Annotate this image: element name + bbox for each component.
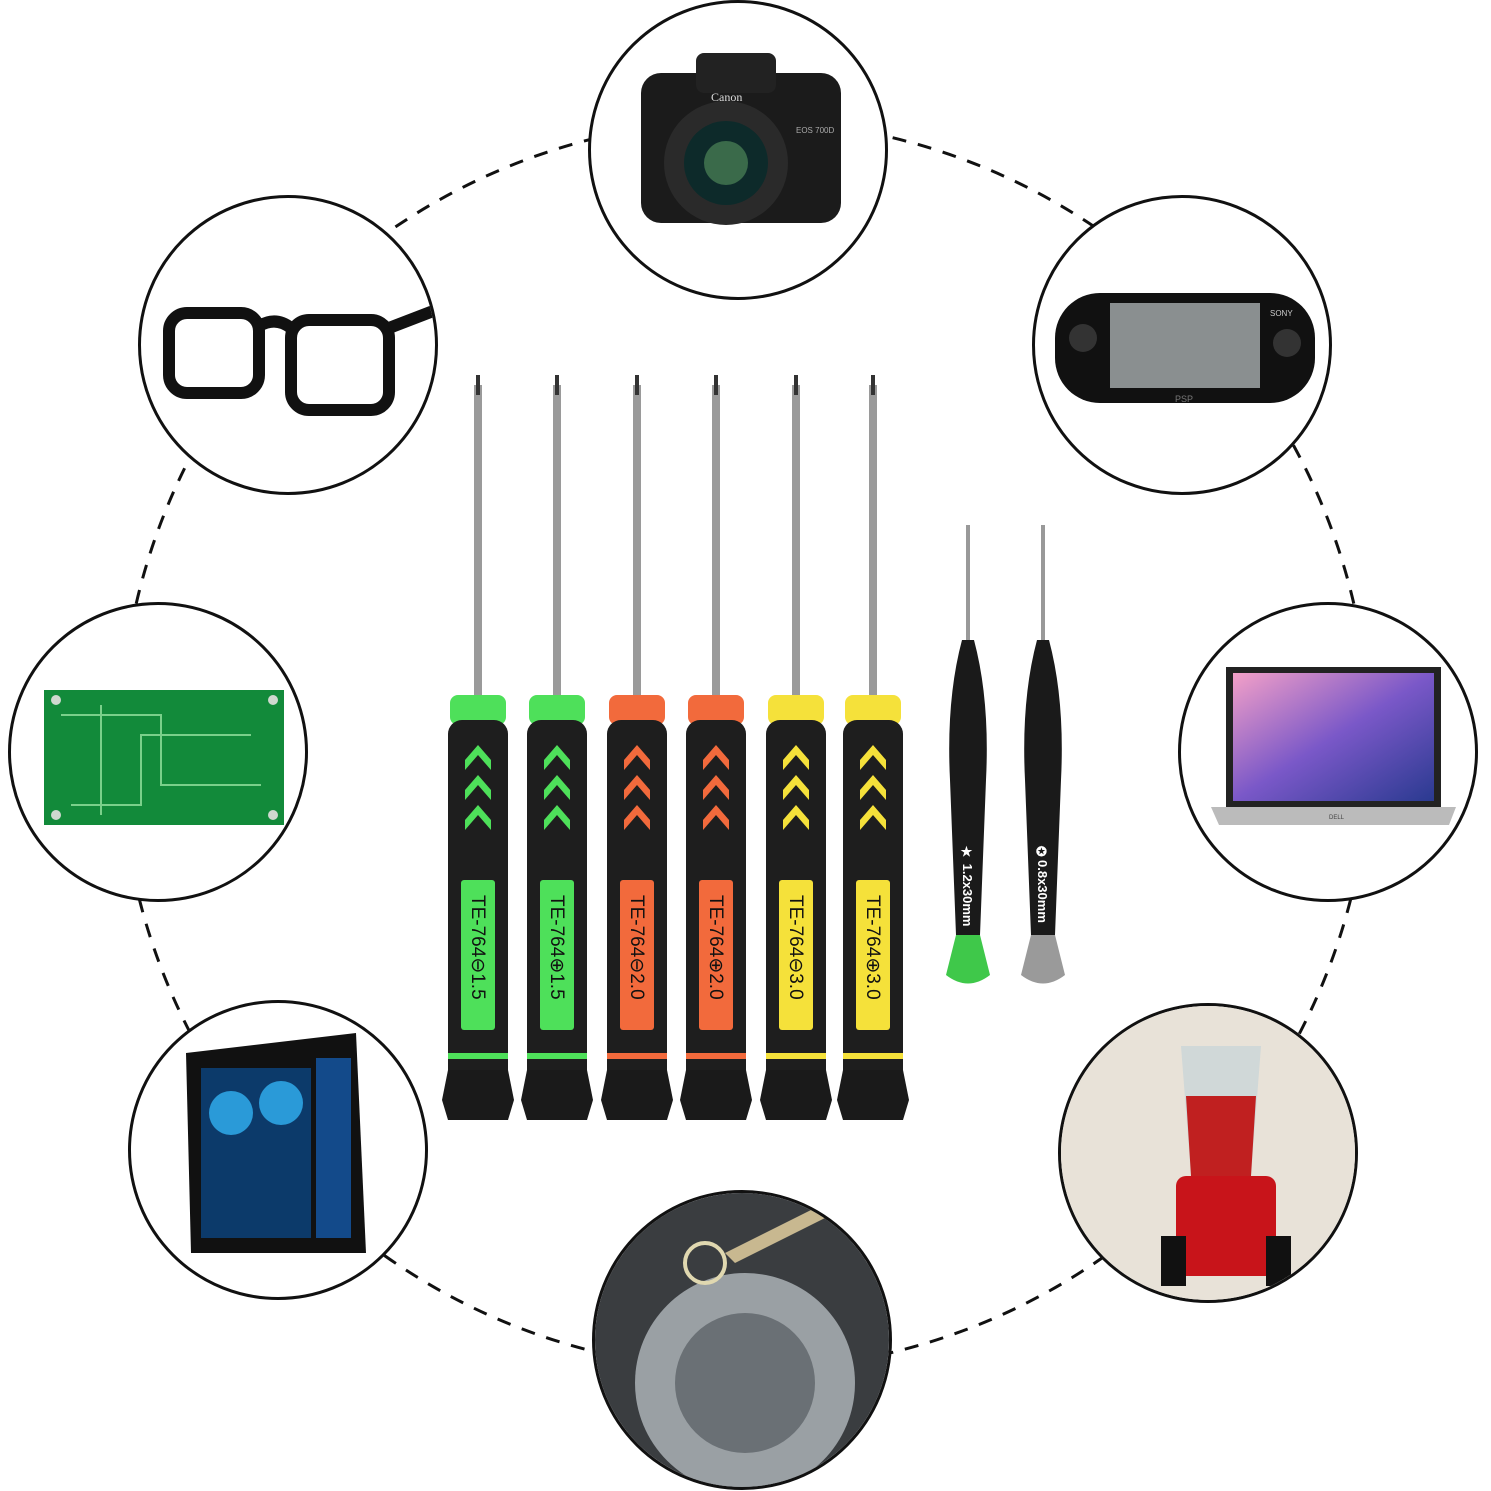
eyeglasses-image bbox=[163, 303, 435, 416]
screwdriver-label: TE-764⊖2.0 bbox=[625, 895, 647, 1000]
screwdriver-label: TE-764⊖3.0 bbox=[784, 895, 806, 1000]
watch-movement-image bbox=[595, 1193, 889, 1487]
screwdriver bbox=[760, 375, 832, 1120]
type-icon: ⊖ bbox=[785, 957, 806, 974]
blender-circle bbox=[1058, 1003, 1358, 1303]
screwdriver-label: TE-764⊕2.0 bbox=[704, 895, 726, 1000]
type-icon: ⊖ bbox=[467, 957, 488, 974]
model-text: TE-764 bbox=[785, 895, 806, 958]
size-text: 1.5 bbox=[546, 973, 567, 1000]
model-text: TE-764 bbox=[705, 895, 726, 958]
type-icon: ⊕ bbox=[546, 957, 567, 974]
precision-screwdriver bbox=[946, 525, 990, 984]
model-text: TE-764 bbox=[626, 895, 647, 958]
camera-image: Canon EOS 700D bbox=[641, 53, 841, 225]
laptop-circle: DELL bbox=[1178, 602, 1478, 902]
size-text: 2.0 bbox=[626, 973, 647, 1000]
screwdriver bbox=[680, 375, 752, 1120]
screwdriver bbox=[601, 375, 673, 1120]
model-text: TE-764 bbox=[862, 895, 883, 958]
watch-circle bbox=[592, 1190, 892, 1490]
type-icon: ⊖ bbox=[626, 957, 647, 974]
console-circle: SONY PSP bbox=[1032, 195, 1332, 495]
type-icon: ⊕ bbox=[862, 957, 883, 974]
pc-circle bbox=[128, 1000, 428, 1300]
laptop-image: DELL bbox=[1211, 667, 1456, 825]
screwdriver-label: TE-764⊕3.0 bbox=[861, 895, 883, 1000]
psp-model: PSP bbox=[1175, 394, 1193, 404]
circuit-board-image bbox=[44, 690, 284, 825]
camera-circle: Canon EOS 700D bbox=[588, 0, 888, 300]
size-text: 3.0 bbox=[862, 973, 883, 1000]
size-text: 2.0 bbox=[705, 973, 726, 1000]
precision-screwdriver bbox=[1021, 525, 1065, 984]
model-text: TE-764 bbox=[467, 895, 488, 958]
type-icon: ⊕ bbox=[705, 957, 726, 974]
size-text: 3.0 bbox=[785, 973, 806, 1000]
camera-model: EOS 700D bbox=[796, 126, 834, 135]
screwdriver-label: TE-764⊖1.5 bbox=[466, 895, 488, 1000]
screwdriver-label: TE-764⊕1.5 bbox=[545, 895, 567, 1000]
precision-driver-label: ★ 1.2x30mm bbox=[960, 845, 975, 927]
laptop-logo: DELL bbox=[1329, 815, 1345, 821]
screwdriver bbox=[837, 375, 909, 1120]
screwdriver bbox=[442, 375, 514, 1120]
psp-image: SONY PSP bbox=[1055, 293, 1315, 404]
psp-logo: SONY bbox=[1270, 309, 1293, 318]
size-text: 1.5 bbox=[467, 973, 488, 1000]
gaming-pc-image bbox=[186, 1033, 366, 1253]
pcb-circle bbox=[8, 602, 308, 902]
model-text: TE-764 bbox=[546, 895, 567, 958]
screwdriver bbox=[521, 375, 593, 1120]
glasses-circle bbox=[138, 195, 438, 495]
camera-logo: Canon bbox=[711, 90, 742, 104]
blender-image bbox=[1061, 1006, 1355, 1300]
precision-driver-label: ✪0.8x30mm bbox=[1035, 845, 1050, 923]
